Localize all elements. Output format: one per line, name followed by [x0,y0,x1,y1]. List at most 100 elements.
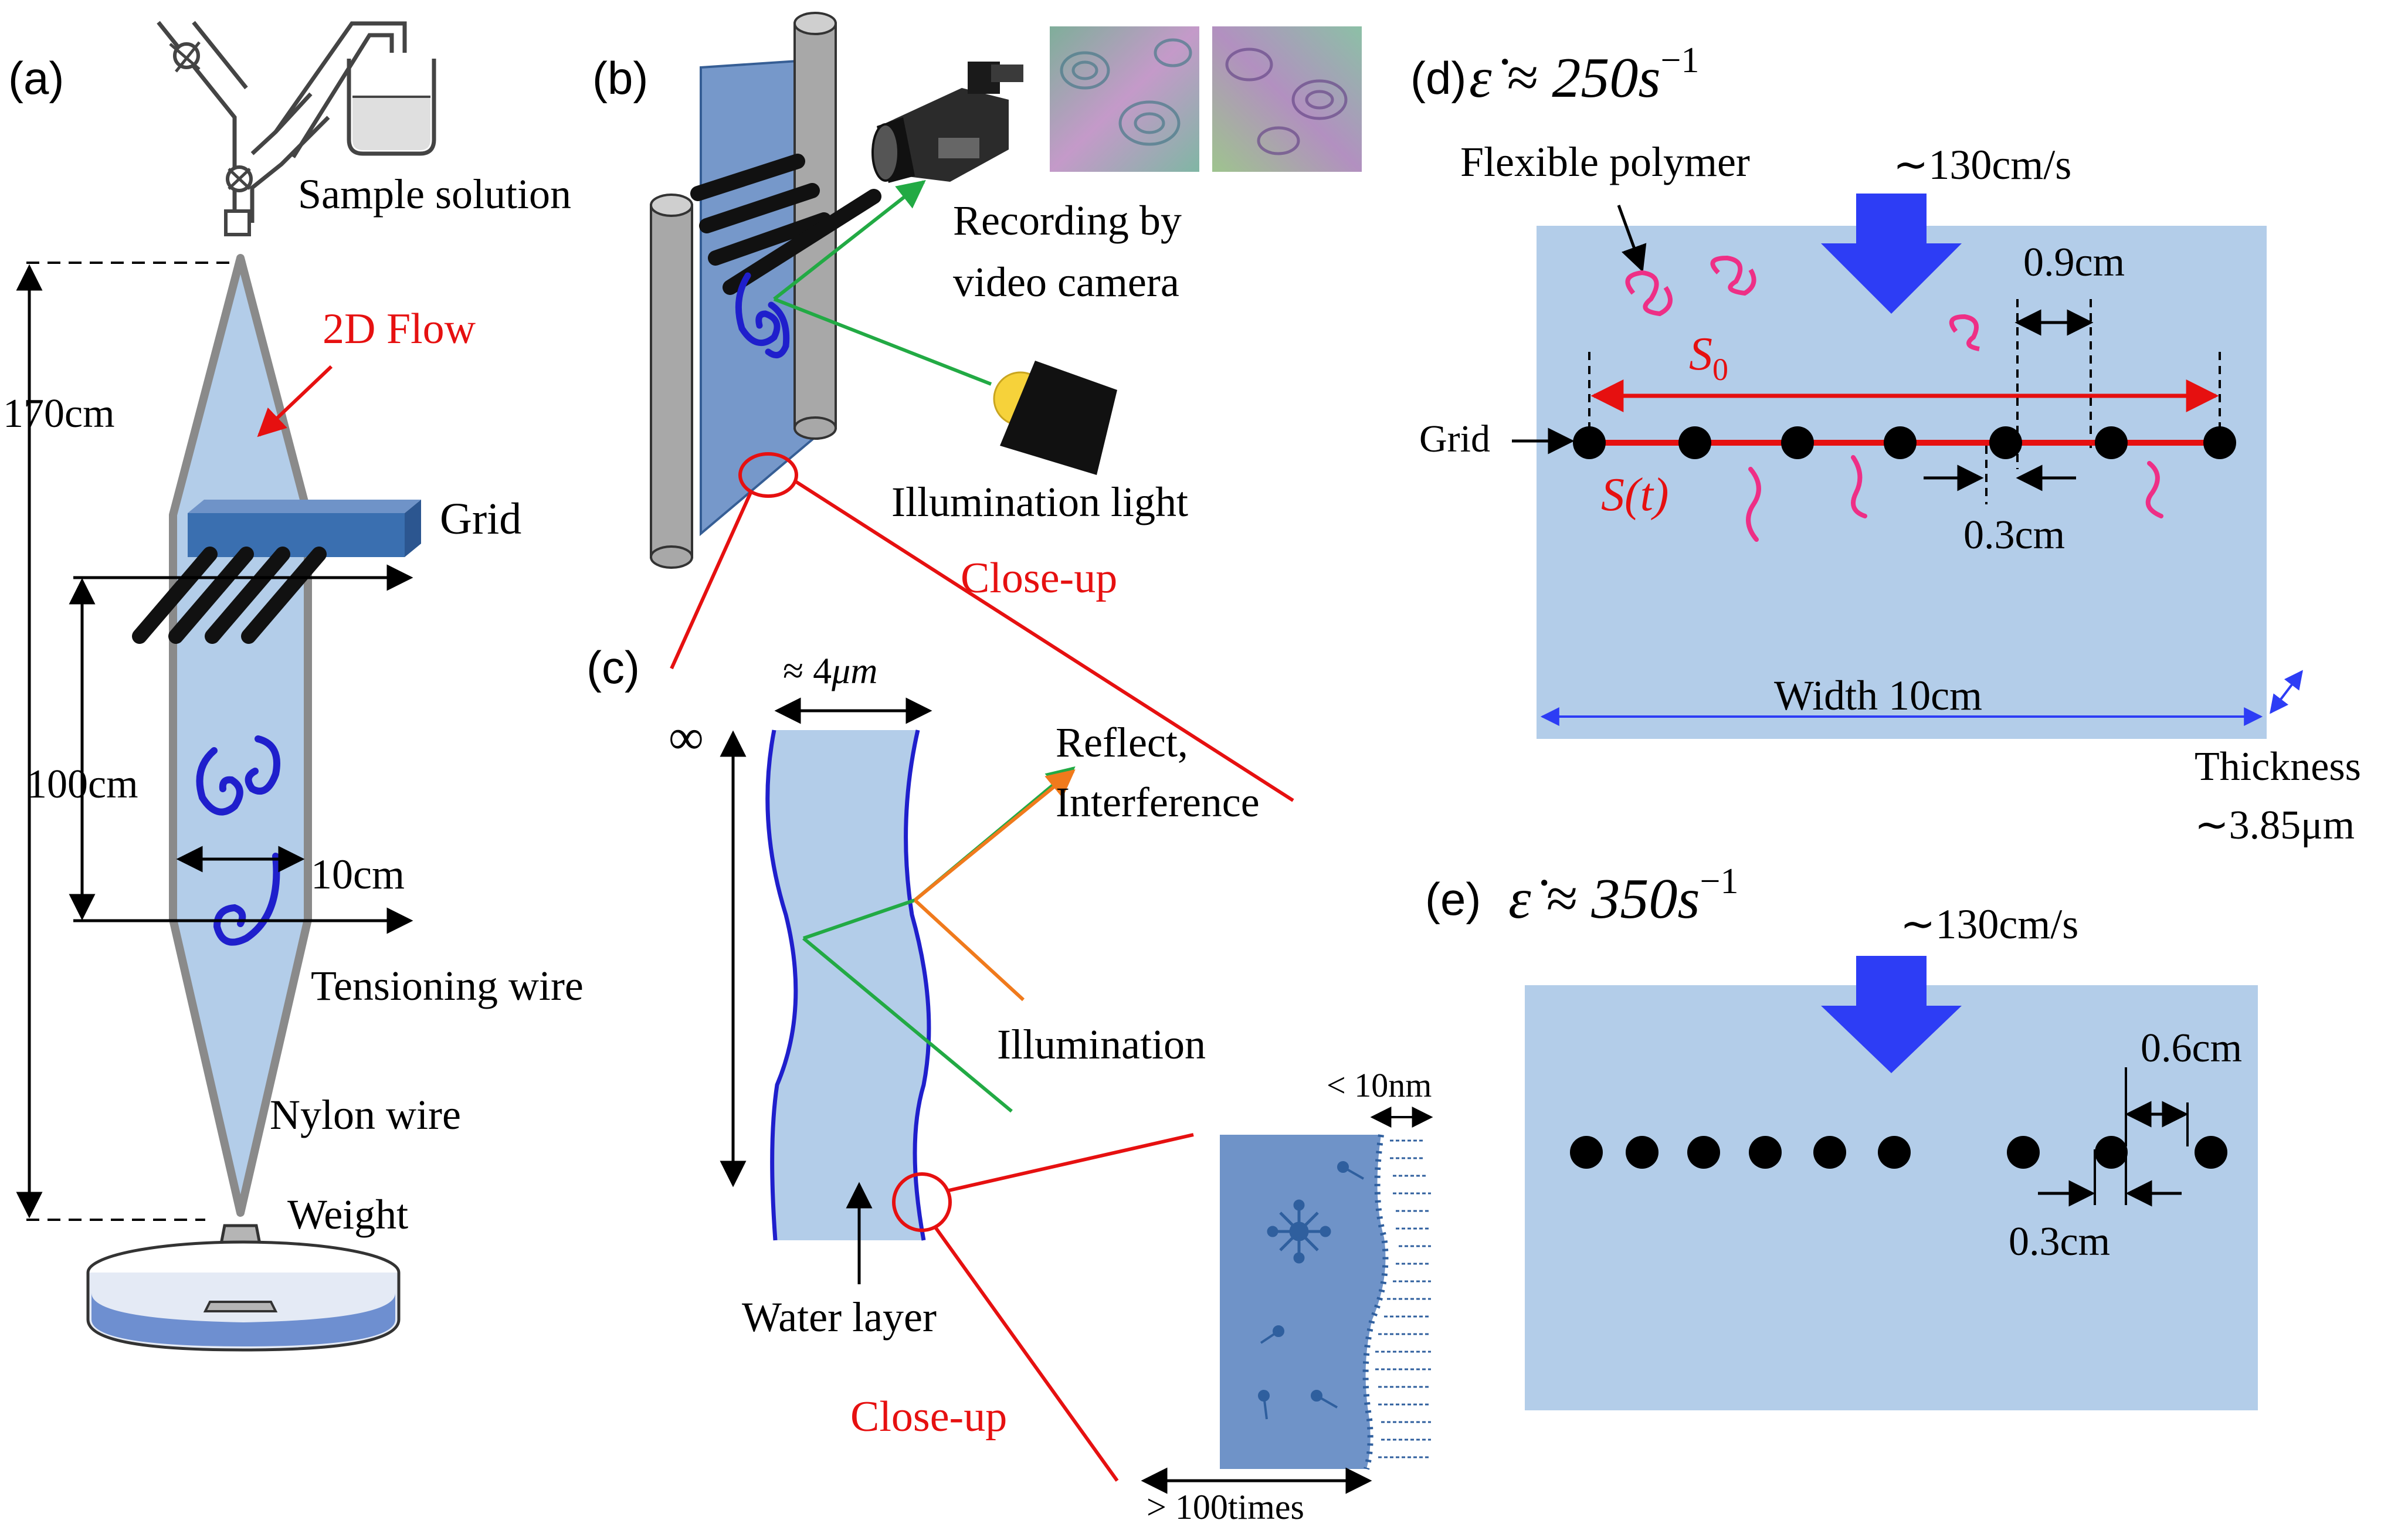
nozzle [224,209,251,236]
reflect-label-line1: Reflect, [1056,719,1188,766]
grid-dot [2095,1136,2128,1169]
vortex-icons [196,735,280,946]
nylon-wire-label: Nylon wire [270,1091,461,1138]
ray-orange-in [913,898,1025,1002]
thickness-4um-label: ≈ 4μm [783,650,877,691]
height-100-label: 100cm [26,762,138,807]
st-label: S(t) [1601,469,1669,521]
closeup-line-b-right [793,479,1294,802]
grid-label-a: Grid [440,494,521,544]
grid-dot [2095,426,2128,459]
grid-dot [1884,426,1917,459]
panel-c-label: (c) [586,642,640,693]
panel-c: (c) ≈ 4μm ∞ Reflect, Interference Illumi… [586,642,1433,1520]
thickness-d-label-line2: ∼3.85μm [2195,803,2355,848]
closeup-circle-c [892,1172,952,1232]
grid-dot [1813,1136,1846,1169]
grid-dot [2203,426,2236,459]
velocity-d-label: ∼130cm/s [1893,141,2071,188]
gt-100times-label: > 100times [1147,1488,1304,1520]
ray-reflect-left [803,898,915,940]
ray-illum-in [802,937,1013,1113]
vortex-icons-b [735,272,790,359]
velocity-e-label: ∼130cm/s [1900,901,2078,948]
grid-dot [1626,1136,1659,1169]
interference-image-1 [1050,26,1199,172]
water-layer [767,730,929,1240]
valve-lower-handle [228,168,251,190]
reflect-label-line2: Interference [1056,779,1260,826]
grid-dot [1573,426,1606,459]
illumination-label: Illumination [997,1021,1206,1068]
micelle-icon [1267,1199,1331,1264]
grid-dot [1749,1136,1782,1169]
panel-e-label: (e) [1425,873,1481,925]
ray-from-light [773,297,992,386]
closeup-label-c: Close-up [850,1393,1007,1441]
grid-dots-d [1573,426,2236,459]
panel-b-label: (b) [592,52,648,104]
surfactant-closeup [1220,1134,1431,1470]
grid-teeth [132,547,327,644]
thickness-d-label-line1: Thickness [2195,744,2361,789]
grid-comb-icon [188,500,421,557]
spacing-d-label: 0.9cm [2023,240,2125,285]
grid-dot [2007,1136,2040,1169]
dim-thickness-arrow [2270,670,2303,714]
rate-e-label: ε̇ ≈ 350s−1 [1508,861,1739,931]
width-d-label: Width 10cm [1774,672,1982,719]
closeup-line-b-left [670,491,752,670]
panel-d-label: (d) [1410,52,1466,104]
lt-10nm-label: < 10nm [1327,1066,1432,1104]
flow-2d-label: 2D Flow [323,305,476,353]
closeup-label-b: Close-up [961,554,1117,602]
closeup-circle-b [738,452,798,498]
recording-label-line1: Recording by [953,197,1182,244]
flow-2d-arrow [257,365,333,437]
flexible-polymer-label: Flexible polymer [1460,138,1750,185]
recording-label-line2: video camera [953,259,1179,306]
grid-label-d: Grid [1419,418,1490,460]
width-10-label: 10cm [311,851,405,898]
water-layer-right-edge [904,730,931,1241]
polymer-pointer [1617,205,1647,273]
gap-e-label: 0.3cm [2009,1219,2110,1264]
grid-dots-e [1570,1136,2227,1169]
soap-film [169,254,312,1217]
infinity-symbol: ∞ [669,710,704,765]
height-170-label: 170cm [3,391,115,436]
s0-label: S0 [1689,328,1728,387]
rate-d-label: ε̇ ≈ 250s−1 [1469,40,1700,110]
ray-reflect-orange [914,769,1076,902]
beaker-icon [347,59,436,156]
flow-arrow-e [1821,956,1962,1073]
grid-dot [1570,1136,1603,1169]
panel-a: (a) Sample solution [3,21,584,1352]
panel-b: (b) [592,12,1362,802]
flow-arrow-d [1821,194,1962,314]
sample-solution-label: Sample solution [298,171,571,218]
grid-dot [1687,1136,1720,1169]
grid-dot [1781,426,1814,459]
grid-dot [1878,1136,1911,1169]
video-camera-icon [871,62,1023,183]
panel-e: (e) ε̇ ≈ 350s−1 ∼130cm/s 0.6cm 0.3cm [1425,861,2258,1410]
weight-label: Weight [287,1191,408,1238]
illumination-light-icon [993,361,1117,475]
closeup-line-c-bottom [934,1226,1119,1482]
interference-image-2 [1212,26,1362,172]
tensioning-wire-label: Tensioning wire [311,962,584,1009]
stretched-polymers [1746,455,2163,542]
basin-icon [86,1240,401,1352]
ray-to-camera [773,180,926,301]
water-layer-left-edge [765,730,798,1241]
grid-teeth-b [690,154,881,295]
panel-d: (d) ε̇ ≈ 250s−1 Flexible polymer ∼130cm/… [1410,40,2361,848]
panel-a-label: (a) [8,52,64,104]
rod-left [650,194,693,569]
surfactant-molecules [1258,1161,1364,1420]
illumination-light-label: Illumination light [891,479,1188,525]
grid-dot [1989,426,2022,459]
grid-dot [1678,426,1711,459]
